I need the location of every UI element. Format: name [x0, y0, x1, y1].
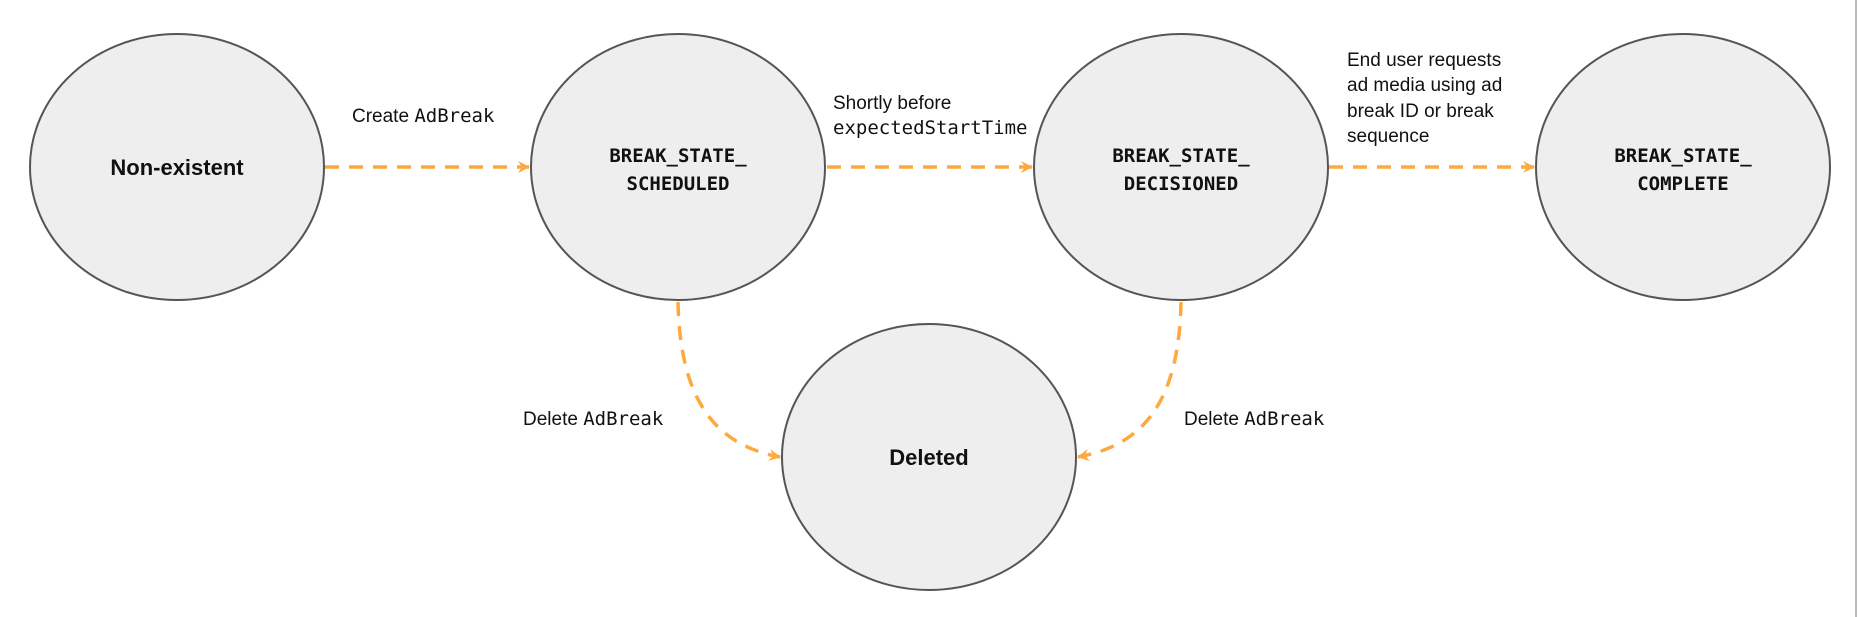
edge-label-delete-left: Delete AdBreak [523, 408, 664, 430]
edge-label-end-user: sequence [1347, 126, 1429, 147]
node-label: BREAK_STATE_ [1614, 145, 1752, 167]
node-label: DECISIONED [1124, 173, 1238, 195]
node-label: COMPLETE [1637, 173, 1729, 195]
node-label: BREAK_STATE_ [609, 145, 747, 167]
node-break-state-scheduled [530, 33, 826, 301]
edge-label-delete-right: Delete AdBreak [1184, 408, 1325, 430]
node-deleted [781, 323, 1077, 591]
edge-label-end-user: End user requests [1347, 50, 1501, 71]
node-break-state-decisioned [1033, 33, 1329, 301]
edge-label-shortly: Shortly before [833, 93, 951, 114]
node-label: Non-existent [110, 155, 244, 180]
edge-label-end-user: break ID or break [1347, 101, 1494, 122]
edge-delete-from-decisioned [1077, 301, 1183, 461]
edge-label-end-user: ad media using ad [1347, 75, 1502, 96]
edge-label-create: Create AdBreak [352, 105, 495, 127]
node-break-state-complete [1535, 33, 1831, 301]
node-label: BREAK_STATE_ [1112, 145, 1250, 167]
node-nonexistent [29, 33, 325, 301]
edge-delete-from-scheduled [676, 301, 781, 461]
edge-label-shortly-code: expectedStartTime [833, 117, 1027, 139]
node-label: Deleted [889, 445, 968, 470]
node-label: SCHEDULED [627, 173, 730, 195]
